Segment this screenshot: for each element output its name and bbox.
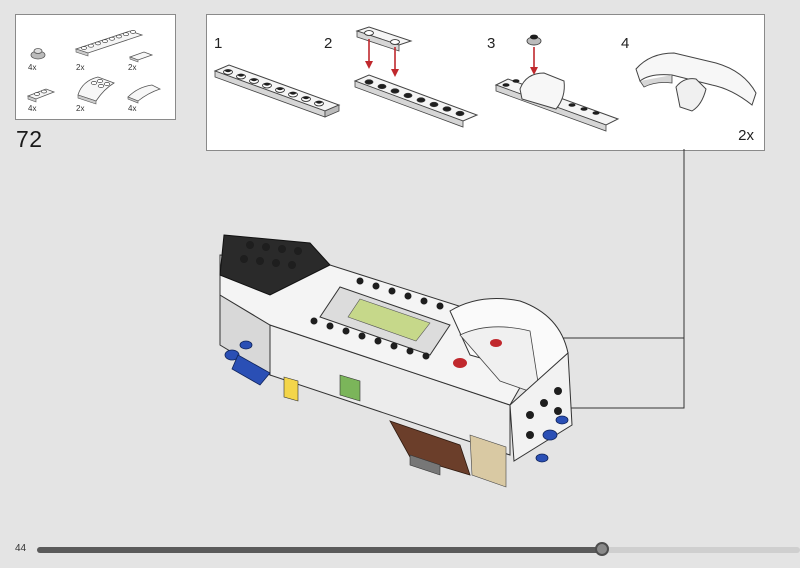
curved-slope-small-icon <box>127 84 162 104</box>
step-number: 72 <box>16 126 43 152</box>
main-model-illustration <box>219 234 573 488</box>
qty-label: 2x <box>76 104 85 113</box>
plate-1x2-icon <box>26 88 56 103</box>
progress-bar-fill <box>37 547 602 553</box>
qty-label: 4x <box>128 104 137 113</box>
round-plate-icon <box>30 48 46 60</box>
qty-label: 2x <box>128 63 137 72</box>
plate-1x8-icon <box>74 30 144 57</box>
curved-slope-icon <box>77 76 115 105</box>
sub-step-1-plate-icon <box>213 64 341 118</box>
sub-step-2-assembly-icon <box>353 26 479 128</box>
qty-label: 4x <box>28 63 37 72</box>
sub-step-4-number: 4 <box>621 35 630 52</box>
parts-list-panel: 4x 2x 2x 4x 2x <box>15 14 176 120</box>
sub-assembly-callout: 1 2 3 4 <box>206 14 765 151</box>
sub-step-1-number: 1 <box>214 35 223 52</box>
sub-step-3-number: 3 <box>487 35 496 52</box>
sub-step-3-assembly-icon <box>494 34 620 132</box>
qty-label: 4x <box>28 104 37 113</box>
tile-1x2-icon <box>128 51 154 63</box>
progress-knob[interactable] <box>594 542 609 556</box>
qty-label: 2x <box>76 63 85 72</box>
page-number: 44 <box>15 543 27 554</box>
sub-step-2-number: 2 <box>324 35 333 52</box>
sub-step-4-assembly-icon <box>635 52 757 112</box>
sub-assembly-multiplier: 2x <box>738 127 754 144</box>
